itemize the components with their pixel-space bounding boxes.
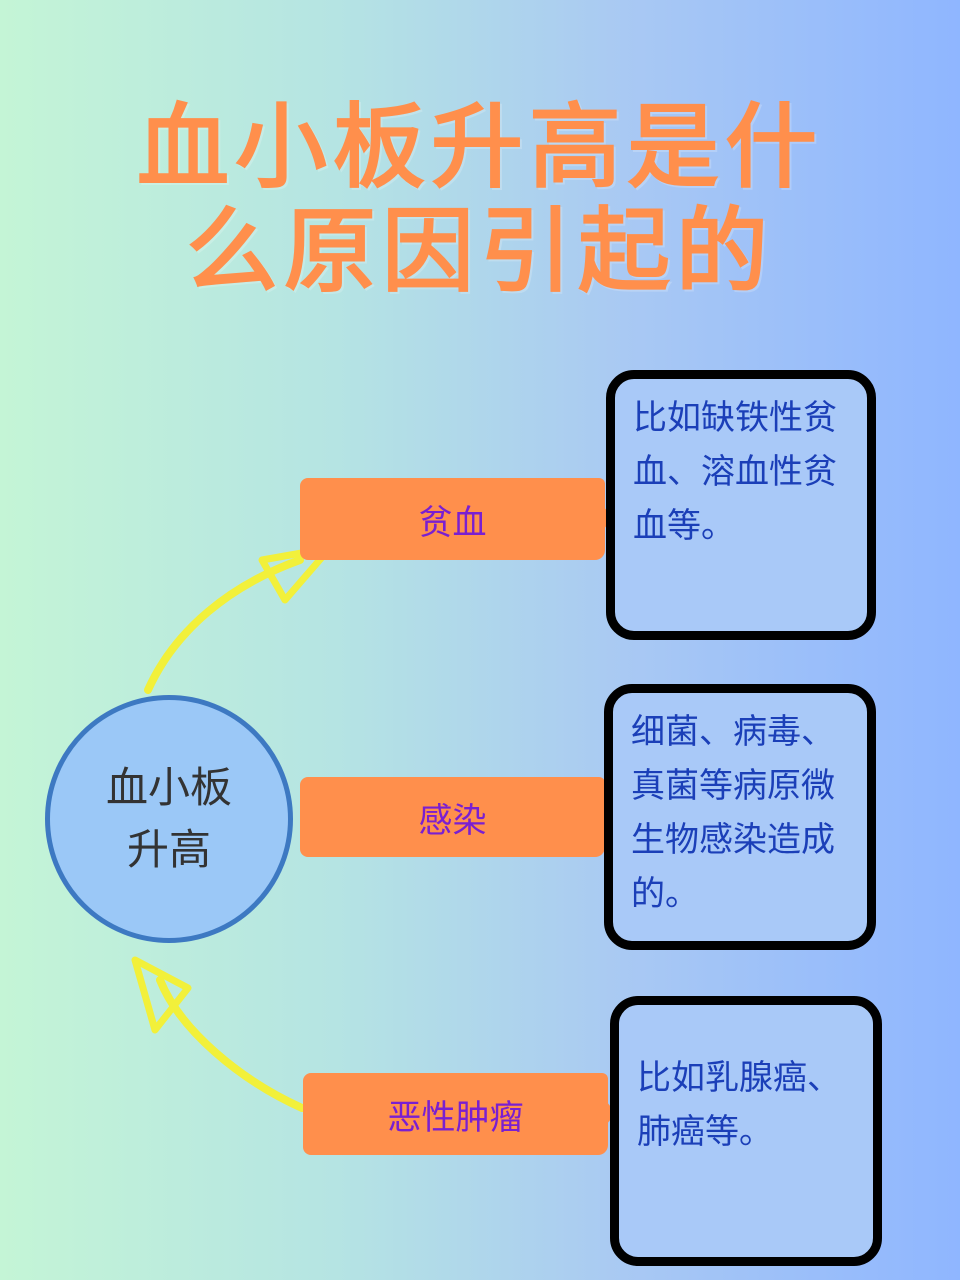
- center-node: 血小板升高: [45, 695, 293, 943]
- title-line-2: 么原因引起的: [185, 198, 774, 305]
- tag-anemia: 贫血: [300, 478, 613, 560]
- tag-infection-label: 感染: [418, 800, 487, 841]
- title-line-1: 血小板升高是什: [136, 94, 823, 201]
- desc-tumor-text: 比如乳腺癌、肺癌等。: [637, 1058, 841, 1152]
- tag-tumor-label: 恶性肿瘤: [387, 1097, 524, 1138]
- arrow-head-tumor: [131, 956, 192, 1034]
- desc-box-anemia: 比如缺铁性贫血、溶血性贫血等。: [606, 370, 876, 640]
- page-title: 血小板升高是什 么原因引起的: [0, 96, 960, 304]
- tag-tumor: 恶性肿瘤: [303, 1073, 616, 1155]
- desc-infection-text: 细菌、病毒、真菌等病原微生物感染造成的。: [631, 712, 835, 914]
- center-node-label: 血小板升高: [105, 763, 232, 874]
- arrow-to-anemia: [144, 556, 304, 694]
- arrow-head-anemia: [258, 544, 334, 604]
- desc-box-infection: 细菌、病毒、真菌等病原微生物感染造成的。: [604, 684, 876, 950]
- arrow-from-tumor: [156, 976, 306, 1112]
- desc-anemia-text: 比如缺铁性贫血、溶血性贫血等。: [633, 398, 837, 546]
- desc-box-tumor: 比如乳腺癌、肺癌等。: [610, 996, 882, 1266]
- tag-anemia-label: 贫血: [418, 502, 487, 543]
- tag-infection: 感染: [300, 777, 613, 857]
